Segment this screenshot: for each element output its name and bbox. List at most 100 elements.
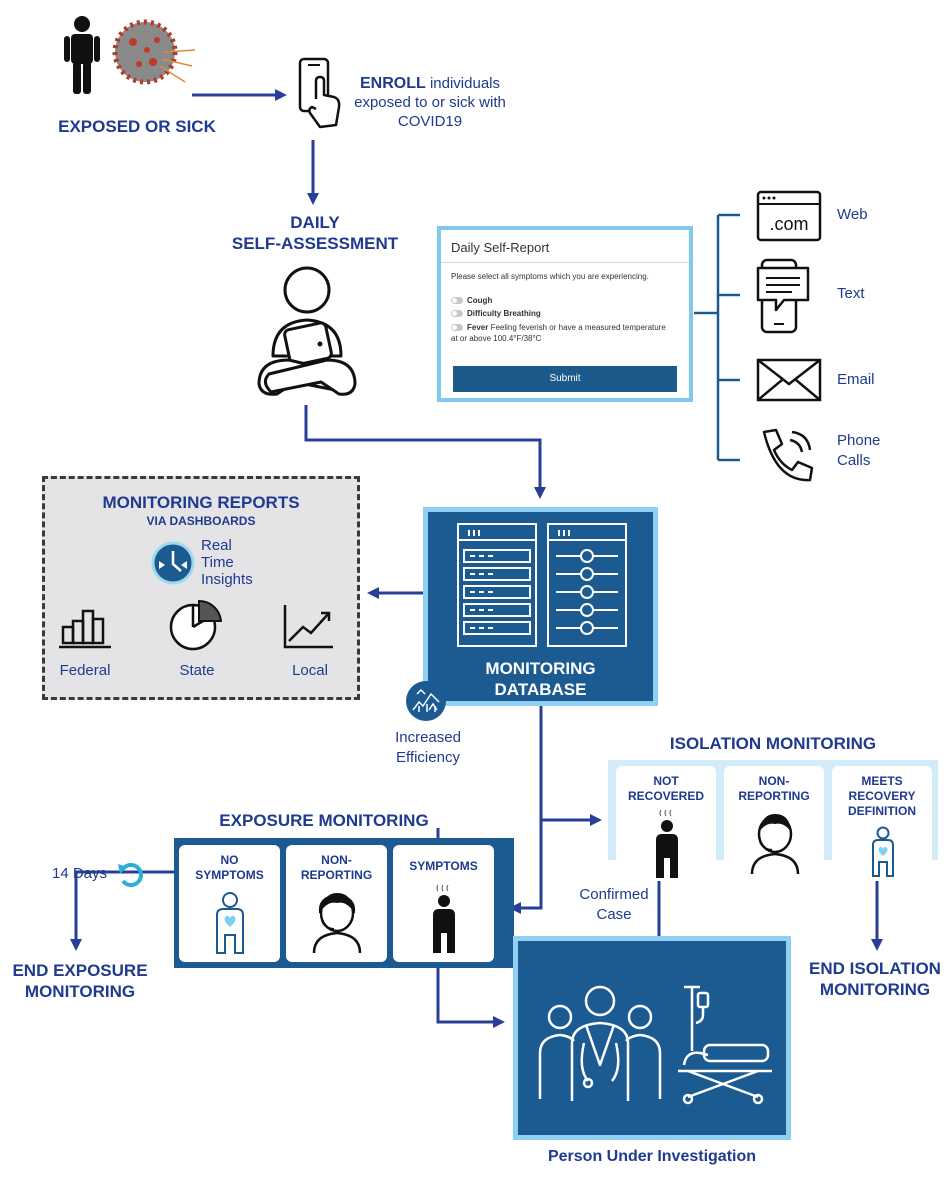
daily-self-report-form: Daily Self-Report Please select all symp… — [437, 226, 693, 402]
arrow-assessment-to-database — [304, 405, 546, 499]
database-line1: MONITORING — [485, 659, 596, 678]
cycle-refresh-icon — [118, 863, 143, 887]
line-chart-icon — [283, 605, 333, 649]
assessment-line1: DAILY — [290, 213, 340, 232]
exposed-label: EXPOSED OR SICK — [58, 117, 216, 136]
enroll-bold: ENROLL — [360, 75, 426, 92]
cough-toggle[interactable] — [451, 297, 463, 305]
headset-agent-icon — [750, 814, 800, 875]
card-symptoms[interactable]: SYMPTOMS — [393, 845, 494, 962]
confirmed-line1: Confirmed — [579, 886, 649, 903]
option-label: Difficulty Breathing — [467, 309, 541, 318]
assessment-line2: SELF-ASSESSMENT — [231, 234, 399, 253]
phone-tap-icon — [298, 57, 341, 129]
end-isolation-label: END ISOLATION MONITORING — [800, 958, 950, 1000]
medical-team-icon — [538, 985, 662, 1101]
monitoring-reports-panel: MONITORING REPORTS VIA DASHBOARDS Real T… — [42, 476, 360, 700]
insight-line2: Time — [201, 554, 234, 571]
option-fever[interactable]: Fever Feeling feverish or have a measure… — [451, 322, 681, 344]
option-difficulty-breathing[interactable]: Difficulty Breathing — [451, 309, 541, 318]
option-detail: Feeling feverish or have a measured temp… — [490, 323, 666, 332]
level-state: State — [179, 662, 215, 679]
database-title: MONITORING DATABASE — [428, 658, 653, 700]
headset-agent-icon — [312, 893, 362, 954]
phone-line1: Phone — [837, 432, 881, 449]
email-envelope-icon — [756, 358, 822, 402]
card-title: NON-REPORTING — [738, 774, 810, 803]
enroll-line1: individuals — [425, 75, 500, 92]
arrow-database-down — [509, 706, 543, 914]
channel-bracket — [694, 213, 740, 462]
exposed-person-virus-icon — [64, 16, 196, 94]
option-detail-2: at or above 100.4°F/38°C — [451, 334, 542, 343]
person-with-tablet-icon — [257, 266, 357, 396]
option-label: Fever — [467, 323, 489, 332]
fever-toggle[interactable] — [451, 324, 463, 332]
insight-line1: Real — [201, 537, 232, 554]
channel-text: Text — [837, 285, 865, 302]
efficiency-line2: Efficiency — [396, 749, 460, 766]
pie-chart-icon — [169, 599, 223, 651]
efficiency-icon — [406, 681, 446, 721]
option-cough[interactable]: Cough — [451, 296, 492, 305]
confirmed-line2: Case — [596, 906, 632, 923]
insight-line3: Insights — [201, 571, 253, 588]
increased-efficiency: Increased Efficiency — [378, 728, 478, 768]
sick-person-icon — [433, 884, 455, 953]
enroll-line2: exposed to or sick with — [354, 94, 506, 111]
end-isolation-line1: END ISOLATION — [809, 959, 941, 978]
option-label: Cough — [467, 296, 493, 305]
web-glyph: .com — [769, 214, 808, 234]
channel-phone-calls: Phone Calls — [837, 431, 880, 471]
level-federal: Federal — [59, 662, 111, 679]
hospital-bed-icon — [678, 985, 772, 1105]
bar-chart-icon — [59, 609, 111, 649]
pui-label: Person Under Investigation — [547, 1148, 757, 1165]
real-time-insights: Real Time Insights — [201, 537, 253, 588]
form-title: Daily Self-Report — [451, 240, 550, 255]
channel-web: Web — [837, 206, 868, 223]
efficiency-line1: Increased — [395, 729, 461, 746]
submit-button[interactable]: Submit — [453, 366, 677, 392]
isolation-title: ISOLATION MONITORING — [669, 734, 877, 753]
web-browser-icon: .com — [756, 190, 822, 242]
level-local: Local — [292, 662, 328, 679]
healthy-person-icon — [872, 826, 894, 877]
breathing-toggle[interactable] — [451, 310, 463, 318]
end-exposure-line1: END EXPOSURE — [12, 961, 148, 980]
form-divider — [441, 262, 689, 263]
person-under-investigation-panel — [513, 936, 791, 1140]
clock-icon — [151, 541, 195, 585]
end-isolation-line2: MONITORING — [819, 980, 931, 999]
card-non-reporting[interactable]: NON-REPORTING — [724, 766, 824, 881]
database-line2: DATABASE — [494, 680, 587, 699]
form-prompt: Please select all symptoms which you are… — [451, 272, 649, 281]
phone-call-icon — [762, 428, 814, 482]
text-message-icon — [756, 258, 810, 334]
healthy-person-icon — [216, 892, 244, 954]
server-rack-icon — [457, 523, 627, 647]
sick-person-icon — [656, 809, 678, 878]
phone-line2: Calls — [837, 452, 871, 469]
end-exposure-label: END EXPOSURE MONITORING — [0, 960, 160, 1002]
card-title: SYMPTOMS — [409, 859, 478, 873]
card-title: NON-REPORTING — [300, 853, 373, 882]
channel-email: Email — [837, 371, 875, 388]
monitoring-database-panel: MONITORING DATABASE — [423, 507, 658, 706]
confirmed-case-label: Confirmed Case — [574, 885, 654, 925]
card-non-reporting[interactable]: NON-REPORTING — [286, 845, 387, 962]
fourteen-days-label: 14 Days — [52, 865, 108, 882]
exposure-title: EXPOSURE MONITORING — [219, 811, 429, 830]
assessment-title: DAILY SELF-ASSESSMENT — [215, 212, 415, 254]
end-exposure-line2: MONITORING — [24, 982, 136, 1001]
enroll-line3: COVID19 — [397, 113, 463, 130]
reports-subtitle: VIA DASHBOARDS — [146, 514, 256, 528]
reports-title: MONITORING REPORTS — [102, 493, 300, 512]
